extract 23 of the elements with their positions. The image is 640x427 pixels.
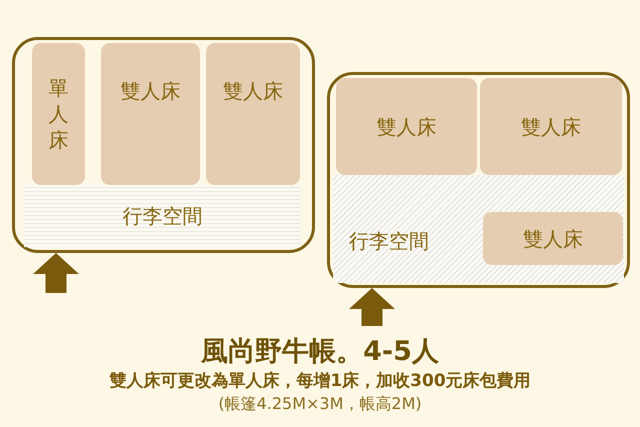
bed-label: 雙人床 <box>376 114 436 138</box>
luggage-area <box>333 175 624 283</box>
tent-outline <box>327 72 630 288</box>
bed-label: 雙人床 <box>120 79 180 103</box>
dimension-note: (帳篷4.25M×3M，帳高2M) <box>218 394 422 413</box>
bed-label: 雙人床 <box>521 114 581 138</box>
entrance-arrow <box>33 253 79 293</box>
diagram-title: 風尚野牛帳。4-5人 <box>201 336 439 367</box>
bed-block <box>336 78 477 175</box>
tent-outline <box>12 37 315 253</box>
bed-label: 單人床 <box>48 75 68 153</box>
bed-block <box>483 212 623 265</box>
bed-block <box>32 43 85 185</box>
area-label: 行李空間 <box>122 204 202 228</box>
note-text: 雙人床可更改為單人床，每增1床，加收300元床包費用 <box>109 371 531 391</box>
bed-block <box>206 43 300 185</box>
bed-label: 雙人床 <box>223 79 283 103</box>
area-label: 行李空間 <box>349 229 429 253</box>
entrance-arrow <box>349 288 395 326</box>
bed-block <box>480 78 622 175</box>
bed-label: 雙人床 <box>523 226 583 250</box>
bed-block <box>101 43 200 185</box>
luggage-area <box>24 185 301 247</box>
